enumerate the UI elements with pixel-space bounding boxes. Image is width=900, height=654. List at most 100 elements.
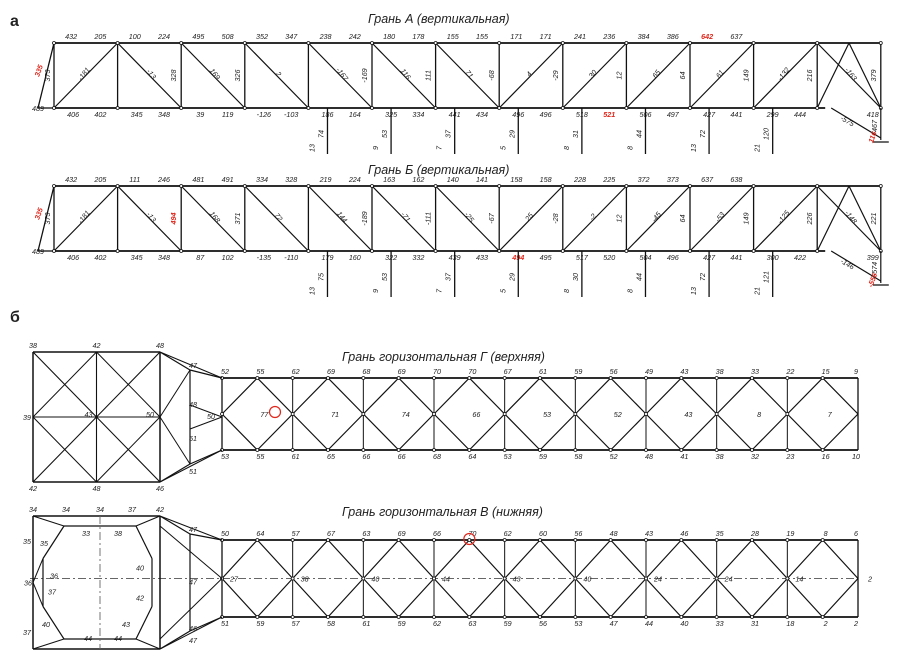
diamond-edge — [327, 539, 364, 579]
diamond-edge — [822, 413, 859, 451]
square-label: 48 — [156, 341, 164, 350]
diamond-edge — [468, 539, 506, 579]
transition-member — [189, 533, 223, 541]
transition-label: 48 — [189, 400, 197, 409]
bottom-force-label: 119 — [222, 110, 233, 119]
node — [52, 184, 56, 188]
diamond-edge — [221, 578, 258, 618]
square-label: 48 — [93, 484, 101, 493]
node — [306, 41, 311, 45]
diagonal — [435, 185, 500, 252]
top-force-label: 62 — [292, 367, 300, 376]
diamond-edge — [680, 578, 718, 618]
diamond-edge — [539, 578, 576, 618]
node — [714, 412, 719, 416]
post-force-label-1: 8 — [562, 146, 571, 150]
node — [361, 448, 366, 452]
top-force-label: 224 — [157, 32, 170, 41]
bottom-force-label: 68 — [433, 452, 441, 461]
diamond-edge — [292, 413, 329, 451]
top-force-label: 67 — [504, 367, 513, 376]
node — [242, 184, 247, 188]
bottom-force-label: 406 — [67, 110, 79, 119]
support-strut-label: -146 — [839, 256, 856, 271]
bottom-force-label: -103 — [284, 110, 298, 119]
post-force-label-2: 44 — [634, 130, 643, 138]
brace — [135, 638, 161, 650]
frame-label: 34 — [62, 505, 70, 514]
bottom-force-label: -135 — [257, 253, 272, 262]
top-force-label: 69 — [398, 367, 406, 376]
mid-force-label: 7 — [828, 410, 833, 419]
post-force-label-1: 9 — [371, 146, 380, 150]
top-force-label: 432 — [65, 175, 77, 184]
bottom-force-label: 53 — [504, 452, 512, 461]
node — [785, 448, 790, 452]
frame-label: 34 — [96, 505, 104, 514]
square-label: 50 — [146, 410, 154, 419]
bottom-force-label: 66 — [362, 452, 370, 461]
top-force-label: 384 — [638, 32, 650, 41]
node — [502, 576, 507, 581]
node — [608, 538, 613, 542]
diamond-edge — [539, 377, 576, 415]
top-force-label: 386 — [667, 32, 679, 41]
octagon-label: 44 — [114, 634, 122, 643]
node — [751, 106, 756, 110]
post-force-label-1: 13 — [307, 287, 316, 295]
node — [497, 106, 502, 110]
post-force-label-1: 7 — [435, 288, 444, 293]
diamond-edge — [398, 377, 435, 415]
mid-force-label: 24 — [724, 575, 733, 584]
top-force-label: 205 — [93, 32, 107, 41]
octagon-label: 43 — [122, 620, 130, 629]
diagonal-force-label: 30 — [587, 68, 599, 80]
diamond-edge — [362, 539, 400, 579]
node — [573, 376, 578, 380]
square-diagonal — [96, 416, 161, 483]
diagonal-force-label: 71 — [463, 68, 475, 80]
post-force-label-2: 37 — [444, 129, 453, 138]
diagonal-force-label: 144 — [335, 209, 349, 224]
post-force-label-1: 8 — [625, 289, 634, 293]
node — [688, 41, 692, 45]
node — [115, 41, 120, 45]
top-force-label: 15 — [822, 367, 831, 376]
node — [242, 41, 247, 45]
diagonal — [753, 185, 818, 252]
post-force-label-1: 21 — [753, 144, 762, 153]
node — [396, 615, 401, 619]
square-diagonal — [32, 416, 97, 483]
diamond-edge — [362, 377, 400, 415]
top-force-label: 100 — [129, 32, 141, 41]
diamond-edge — [786, 377, 824, 415]
bottom-force-label: 495 — [540, 253, 553, 262]
diagonal — [307, 185, 373, 252]
node — [290, 376, 295, 380]
octagon-label: 38 — [114, 529, 122, 538]
top-force-label: 171 — [510, 32, 522, 41]
top-force-label: 372 — [638, 175, 650, 184]
mid-force-label: 38 — [301, 575, 309, 584]
diagonal — [371, 185, 437, 252]
bottom-force-label: 51 — [221, 619, 229, 628]
node — [815, 41, 820, 45]
frame-label: 37 — [128, 505, 137, 514]
bottom-force-label: 39 — [196, 110, 204, 119]
node — [560, 106, 565, 110]
square-label: 39 — [23, 413, 31, 422]
bottom-force-label: 66 — [398, 452, 406, 461]
diamond-edge — [610, 539, 647, 579]
top-force-label: 52 — [221, 367, 229, 376]
transition-member — [159, 449, 223, 483]
transition-member — [189, 404, 223, 418]
top-force-label: 141 — [476, 175, 488, 184]
node — [396, 376, 401, 380]
top-force-label: 238 — [319, 32, 332, 41]
post-force-label-2: 53 — [380, 130, 389, 138]
top-force-label: 178 — [412, 32, 424, 41]
node — [306, 106, 311, 110]
octagon-edge — [42, 525, 65, 559]
diagonal — [53, 42, 119, 109]
